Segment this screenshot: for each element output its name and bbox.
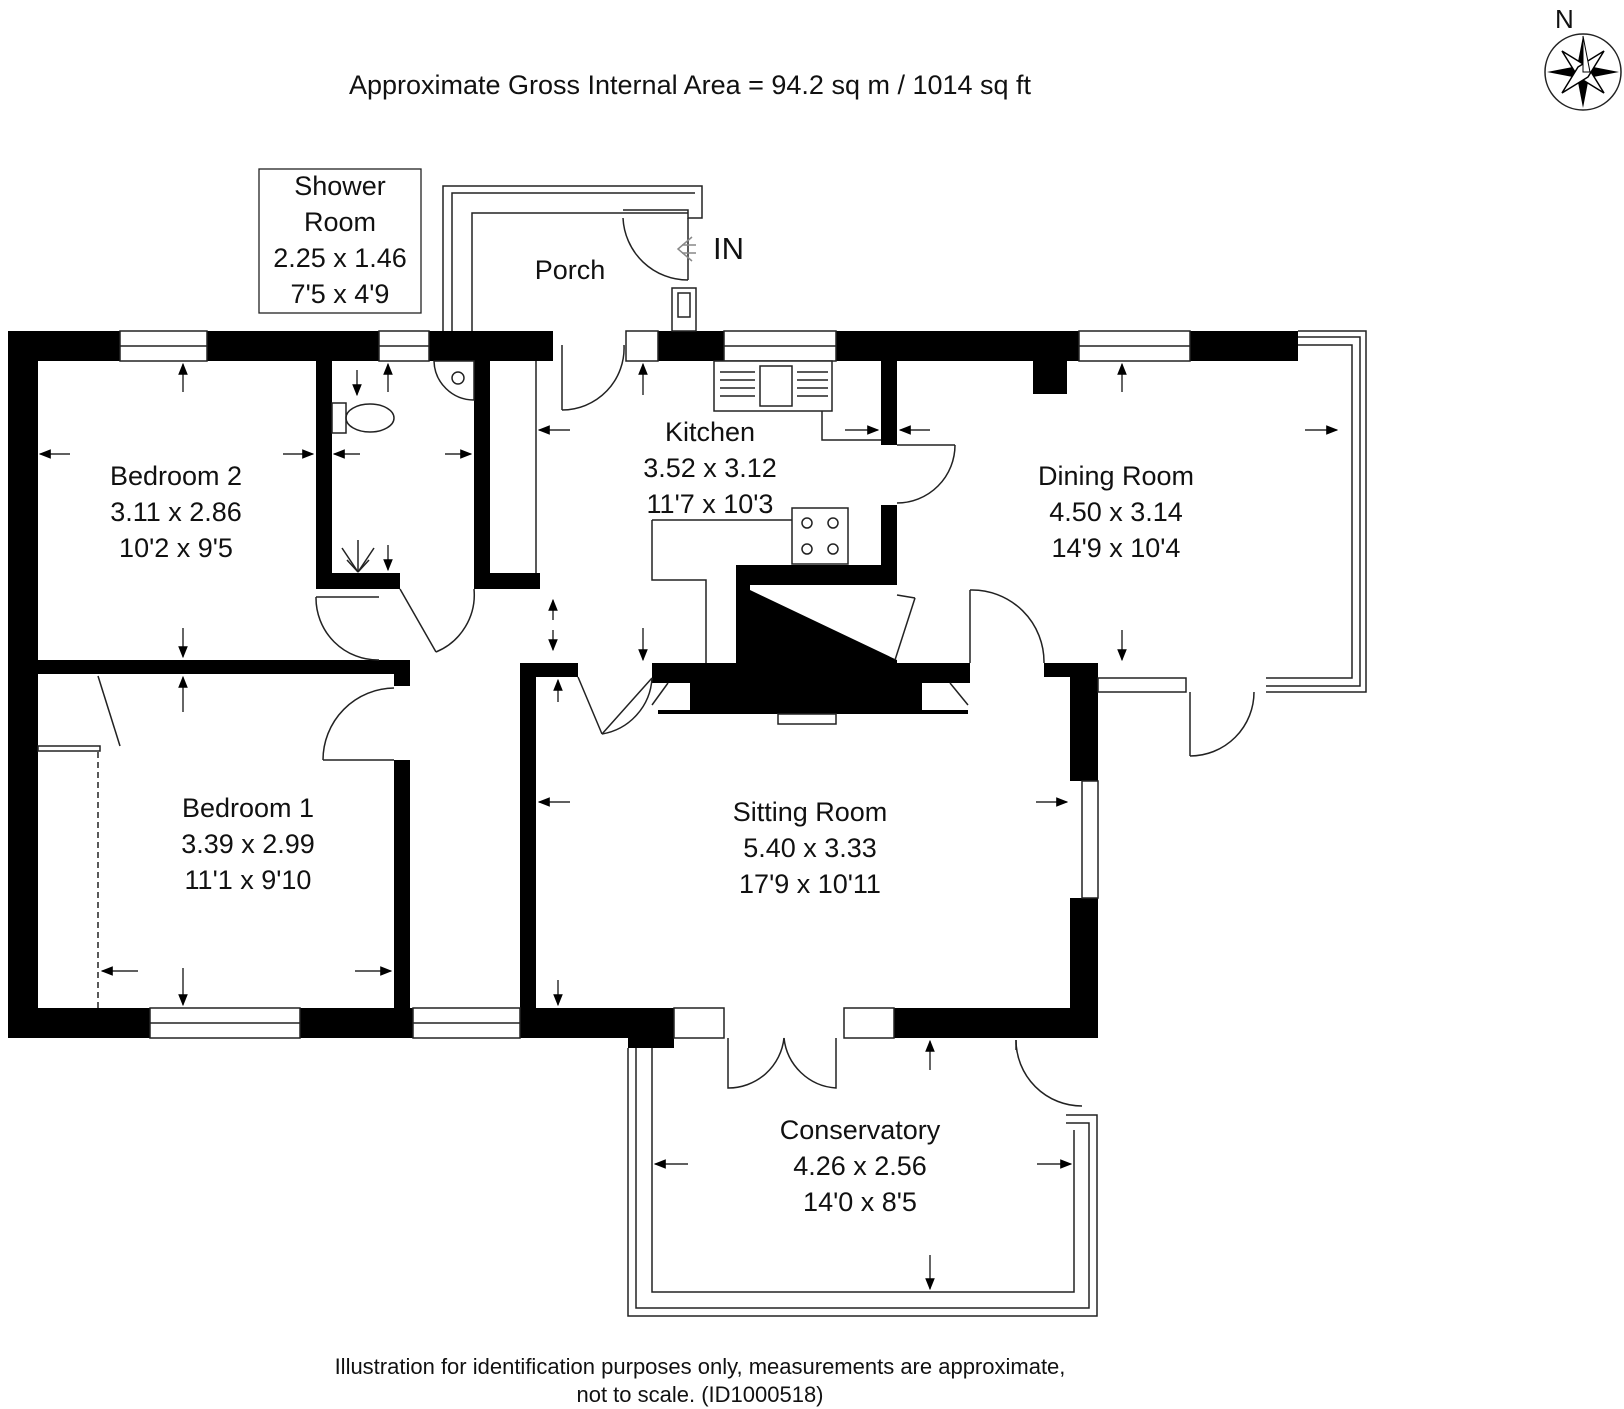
room-conservatory: Conservatory 4.26 x 2.56 14'0 x 8'5: [760, 1112, 960, 1220]
windows: [119, 330, 1191, 1039]
room-metric: 3.11 x 2.86: [110, 497, 242, 527]
room-name: Bedroom 2: [109, 461, 243, 491]
room-kitchen: Kitchen 3.52 x 3.12 11'7 x 10'3: [610, 414, 810, 522]
room-bedroom-2: Bedroom 2 3.11 x 2.86 10'2 x 9'5: [76, 458, 276, 566]
room-imperial: 7'5 x 4'9: [290, 279, 390, 309]
room-metric: 4.50 x 3.14: [1049, 497, 1183, 527]
room-name: Sitting Room: [732, 797, 888, 827]
kitchen-fittings: [535, 360, 881, 663]
room-name: Bedroom 1: [181, 793, 315, 823]
room-name: Porch: [534, 255, 606, 285]
disclaimer: Illustration for identification purposes…: [0, 1353, 1400, 1409]
disclaimer-line-1: Illustration for identification purposes…: [334, 1354, 1066, 1379]
room-imperial: 11'7 x 10'3: [646, 489, 774, 519]
room-dining: Dining Room 4.50 x 3.14 14'9 x 10'4: [1016, 458, 1216, 566]
entrance-label: IN: [713, 231, 744, 266]
walls: [8, 331, 1298, 1048]
north-label: N: [1555, 4, 1574, 34]
room-name-line2: Room: [303, 207, 377, 237]
conservatory-walls: [627, 1048, 1098, 1317]
room-imperial: 14'0 x 8'5: [803, 1187, 917, 1217]
bathroom-fittings: [331, 360, 475, 573]
room-name: Shower: [294, 171, 386, 201]
room-name: Conservatory: [779, 1115, 941, 1145]
room-imperial: 10'2 x 9'5: [119, 533, 233, 563]
room-shower: Shower Room 2.25 x 1.46 7'5 x 4'9: [259, 168, 421, 312]
room-metric: 4.26 x 2.56: [793, 1151, 927, 1181]
room-imperial: 11'1 x 9'10: [184, 865, 312, 895]
room-imperial: 14'9 x 10'4: [1051, 533, 1181, 563]
dimension-arrows: [38, 362, 1339, 1291]
room-bedroom-1: Bedroom 1 3.39 x 2.99 11'1 x 9'10: [148, 790, 348, 898]
room-metric: 2.25 x 1.46: [273, 243, 407, 273]
disclaimer-line-2: not to scale. (ID1000518): [576, 1382, 824, 1407]
gross-internal-area: Approximate Gross Internal Area = 94.2 s…: [348, 70, 1032, 100]
room-porch: Porch: [510, 252, 630, 288]
room-metric: 3.52 x 3.12: [643, 453, 777, 483]
room-imperial: 17'9 x 10'11: [739, 869, 881, 899]
room-sitting: Sitting Room 5.40 x 3.33 17'9 x 10'11: [698, 794, 922, 902]
doors: [37, 217, 1255, 1107]
room-name: Kitchen: [664, 417, 756, 447]
room-metric: 3.39 x 2.99: [181, 829, 315, 859]
north-compass-icon: [1544, 33, 1622, 111]
entrance-arrow-icon: [676, 236, 696, 262]
room-metric: 5.40 x 3.33: [743, 833, 877, 863]
dining-bay-window: [1097, 330, 1367, 693]
room-name: Dining Room: [1037, 461, 1195, 491]
porch-walls: [442, 185, 703, 332]
shower-room-label-box: [258, 168, 422, 314]
